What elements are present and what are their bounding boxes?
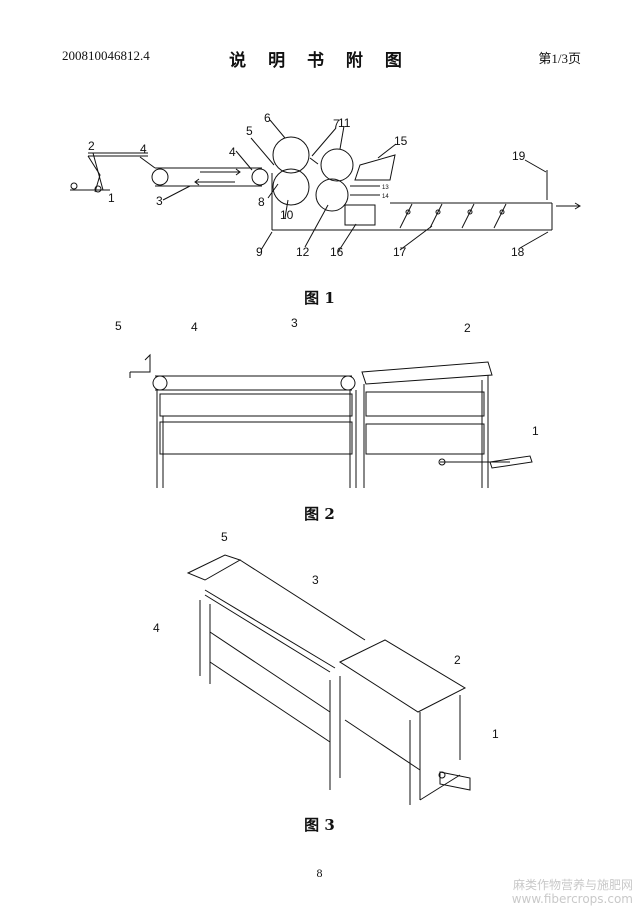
fig3-label-5: 5 (221, 530, 228, 544)
page-number: 8 (316, 866, 323, 880)
fig1-label-6: 6 (264, 111, 271, 125)
fig2-label-4: 4 (191, 320, 198, 334)
document-title: 说 明 书 附 图 (229, 51, 410, 71)
fig1-label-15: 15 (394, 134, 408, 148)
application-number: 200810046812.4 (62, 48, 150, 63)
figure-1-drawing (70, 119, 581, 253)
fig1-label-5: 5 (246, 124, 253, 138)
figure-3-labels: 1 2 3 4 5 (153, 530, 499, 741)
watermark-line-2: www.fibercrops.com (511, 892, 633, 906)
figure-3-drawing (186, 554, 471, 805)
watermark: 麻类作物营养与施肥网 www.fibercrops.com (512, 878, 633, 906)
fig1-label-2: 2 (88, 139, 95, 153)
fig1-label-18: 18 (511, 245, 525, 259)
fig1-label-16: 16 (330, 245, 344, 259)
figure-1-caption: 图 1 (304, 289, 335, 307)
fig3-label-2: 2 (454, 653, 461, 667)
page-label: 第1/3页 (538, 51, 581, 66)
fig1-label-17: 17 (393, 245, 407, 259)
fig2-label-1: 1 (532, 424, 539, 438)
fig1-label-1: 1 (108, 191, 115, 205)
fig1-label-12: 12 (296, 245, 310, 259)
fig1-label-3: 3 (156, 194, 163, 208)
fig1-label-8: 8 (258, 195, 265, 209)
figure-2-caption: 图 2 (304, 505, 335, 523)
watermark-line-1: 麻类作物营养与施肥网 (512, 878, 633, 892)
fig1-label-4b: 4 (229, 145, 236, 159)
fig3-label-3: 3 (312, 573, 319, 587)
fig1-label-13: 13 (382, 185, 389, 191)
figure-2-drawing (129, 353, 533, 488)
figure-1-labels: 1 2 3 4 4 5 6 7 8 9 10 11 12 13 14 15 16… (88, 111, 526, 259)
fig2-label-5: 5 (115, 319, 122, 333)
fig1-label-7: 7 (333, 117, 340, 131)
fig2-label-2: 2 (464, 321, 471, 335)
fig1-label-4a: 4 (140, 142, 147, 156)
figure-3-caption: 图 3 (304, 816, 335, 834)
fig1-label-9: 9 (256, 245, 263, 259)
fig2-label-3: 3 (291, 316, 298, 330)
fig1-label-10: 10 (280, 208, 294, 222)
fig1-label-11: 11 (338, 116, 351, 130)
fig1-label-14: 14 (382, 194, 389, 200)
figure-2-labels: 1 2 3 4 5 (115, 316, 539, 438)
fig1-label-19: 19 (512, 149, 526, 163)
fig3-label-1: 1 (492, 727, 499, 741)
fig3-label-4: 4 (153, 621, 160, 635)
